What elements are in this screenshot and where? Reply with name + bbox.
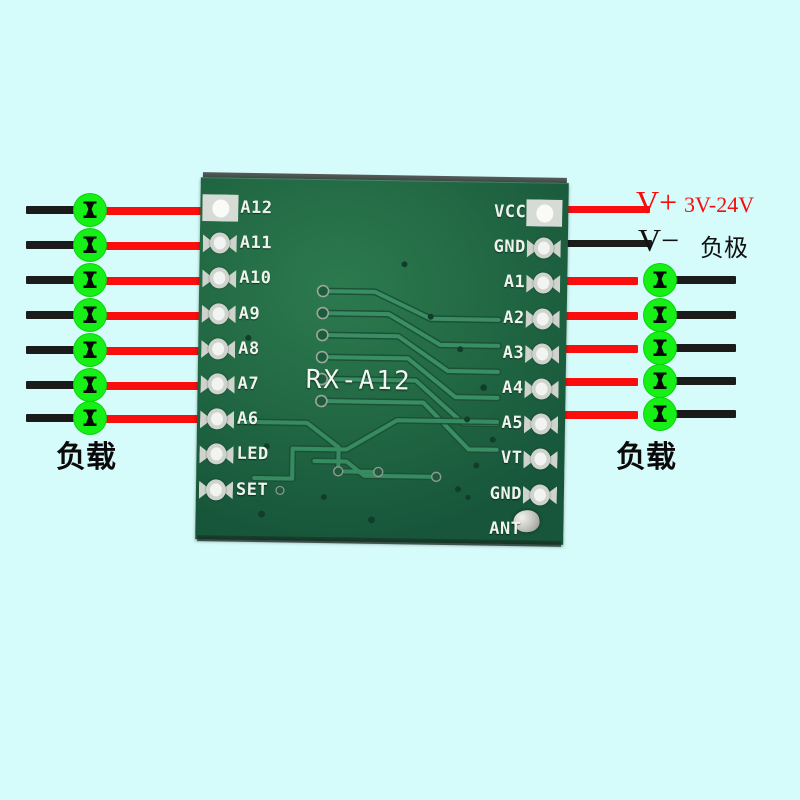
silk-label-right-a4-5: A4: [501, 377, 524, 399]
silkscreen-part-number: RX-A12: [305, 364, 412, 397]
silk-label-a8: A8: [238, 338, 260, 359]
pad-right-a4-5: [527, 376, 555, 402]
load-wire-black-right-a4: [674, 377, 736, 385]
lamp-x-glyph: [83, 236, 97, 253]
load-wire-red-right-a5: [539, 411, 638, 419]
silk-label-right-a5-6: A5: [501, 413, 524, 434]
load-wire-red-left-a6: [100, 415, 234, 423]
pad-right-a1-2: [529, 271, 557, 297]
load-symbol-right-a4: [644, 365, 676, 397]
pad-right-a3-4: [528, 341, 556, 367]
v-plus-label: V+: [636, 184, 678, 220]
silk-label-a7: A7: [237, 373, 260, 395]
load-wire-red-left-a8: [100, 347, 231, 355]
silk-label-a10: A10: [239, 268, 272, 289]
lamp-x-glyph: [83, 341, 97, 358]
lamp-x-glyph: [83, 306, 97, 323]
load-wire-black-right-a2: [674, 311, 736, 319]
pad-left-a8: [204, 336, 232, 362]
pad-left-a10: [205, 266, 233, 292]
voltage-range-label: 3V-24V: [684, 192, 755, 217]
load-wire-red-right-a1: [534, 277, 638, 285]
load-symbol-left-a10: [74, 264, 106, 296]
pad-left-a6: [203, 406, 231, 432]
load-wire-black-left-a11: [26, 241, 88, 249]
load-wire-red-right-a3: [536, 345, 638, 353]
silk-label-led: LED: [236, 444, 269, 465]
load-wire-red-right-a4: [538, 378, 638, 386]
pad-left-led: [202, 442, 230, 468]
vcc-power-wire: [528, 206, 650, 213]
silk-label-right-gnd-8: GND: [489, 483, 523, 504]
lamp-x-glyph: [83, 201, 97, 218]
pad-right-gnd-1: [530, 235, 558, 261]
load-wire-black-right-a5: [674, 410, 736, 418]
silk-label-right-vcc-0: VCC: [493, 201, 527, 223]
v-minus-chinese-label: 负极: [700, 234, 748, 262]
silk-label-right-gnd-1: GND: [493, 236, 526, 258]
load-wire-red-right-a2: [535, 312, 638, 320]
load-label-left: 负载: [56, 440, 116, 475]
load-symbol-right-a1: [644, 264, 676, 296]
pad-right-gnd-8: [526, 482, 554, 508]
v-minus-label: V−: [638, 222, 680, 258]
load-symbol-right-a2: [644, 299, 676, 331]
lamp-x-glyph: [83, 376, 97, 393]
load-label-right: 负载: [616, 440, 676, 475]
pcb-traces: [235, 261, 503, 524]
load-wire-black-left-a10: [26, 276, 88, 284]
pad-right-vcc-0: [530, 200, 558, 226]
lamp-x-glyph: [653, 339, 667, 356]
load-wire-black-left-a12: [26, 206, 88, 214]
pad-right-a5-6: [527, 411, 555, 437]
load-wire-black-left-a9: [26, 311, 88, 319]
silk-label-set: SET: [235, 479, 269, 500]
load-symbol-left-a7: [74, 369, 106, 401]
pad-left-a9: [205, 301, 233, 327]
silk-label-right-a2-3: A2: [503, 307, 525, 328]
load-wire-black-right-a3: [674, 344, 736, 352]
lamp-x-glyph: [83, 271, 97, 288]
silk-label-a11: A11: [239, 232, 273, 254]
pad-left-a11: [206, 230, 234, 256]
gnd-power-wire: [532, 240, 652, 247]
lamp-x-glyph: [653, 372, 667, 389]
lamp-x-glyph: [653, 405, 667, 422]
load-symbol-right-a3: [644, 332, 676, 364]
silk-label-right-a1-2: A1: [503, 272, 526, 293]
silk-label-a6: A6: [236, 408, 259, 430]
pad-left-set: [202, 477, 230, 503]
lamp-x-glyph: [83, 409, 97, 426]
silk-label-a9: A9: [238, 303, 261, 324]
pad-left-a12: [206, 195, 234, 221]
load-wire-black-left-a6: [26, 414, 88, 422]
load-wire-red-left-a12: [100, 207, 224, 215]
load-wire-black-left-a7: [26, 381, 88, 389]
load-symbol-left-a8: [74, 334, 106, 366]
lamp-x-glyph: [653, 306, 667, 323]
load-symbol-right-a5: [644, 398, 676, 430]
silk-label-right-vt-7: VT: [500, 448, 523, 469]
silk-label-a12: A12: [240, 197, 273, 219]
pad-right-vt-7: [526, 447, 554, 473]
load-wire-black-right-a1: [674, 276, 736, 284]
load-symbol-left-a9: [74, 299, 106, 331]
load-wire-red-left-a10: [100, 277, 228, 285]
pad-right-a2-3: [528, 306, 556, 332]
load-symbol-left-a11: [74, 229, 106, 261]
silk-label-right-ant-9: ANT: [489, 518, 522, 540]
load-symbol-left-a12: [74, 194, 106, 226]
pad-left-a7: [203, 371, 231, 397]
load-symbol-left-a6: [74, 402, 106, 434]
load-wire-red-left-a11: [100, 242, 226, 250]
lamp-x-glyph: [653, 271, 667, 288]
load-wire-red-left-a7: [100, 382, 232, 390]
load-wire-red-left-a9: [100, 312, 229, 320]
load-wire-black-left-a8: [26, 346, 88, 354]
silk-label-right-a3-4: A3: [502, 342, 525, 364]
